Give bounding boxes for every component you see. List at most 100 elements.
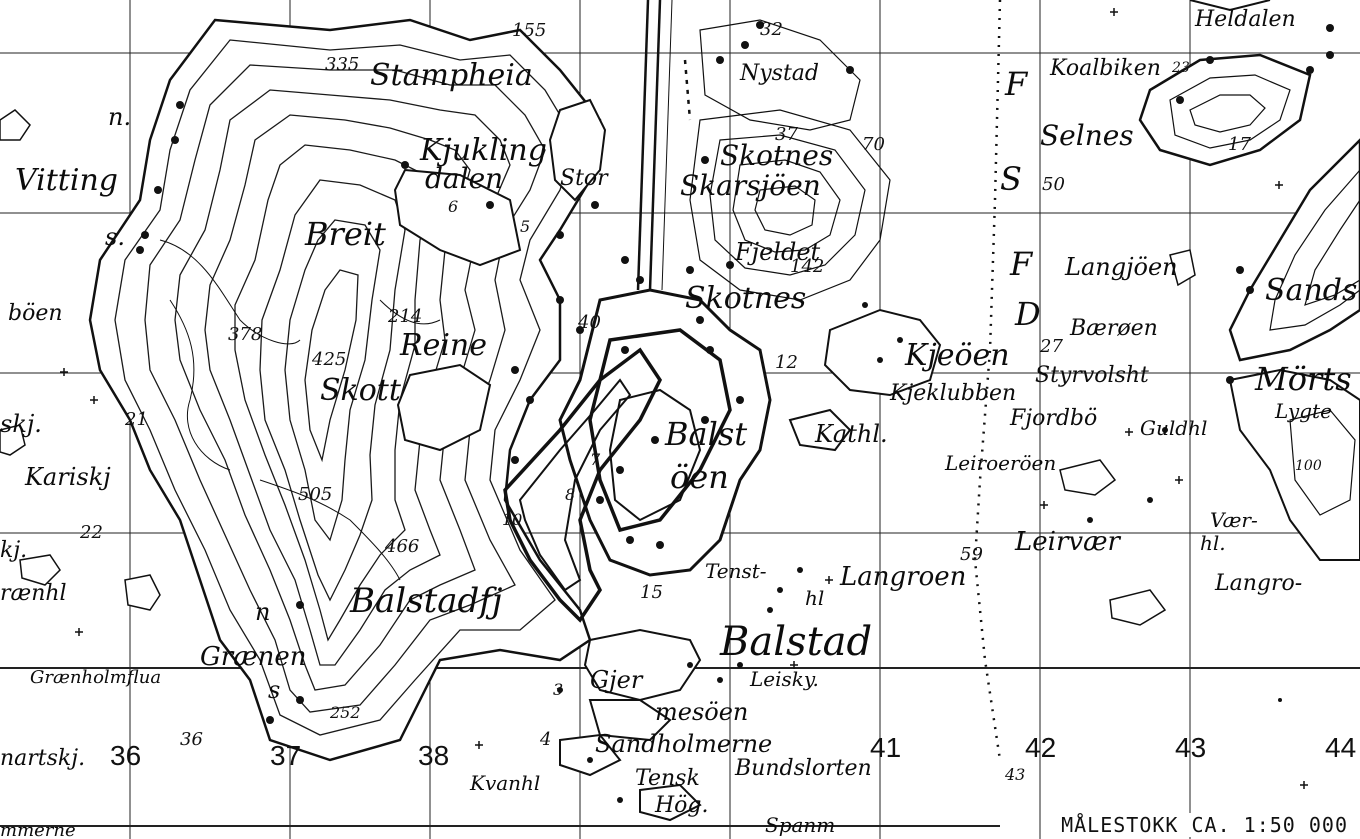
kjeoen-island	[788, 308, 942, 452]
label-n-top: n.	[108, 103, 131, 131]
height-12: 12	[775, 352, 798, 373]
grid-label-37: 37	[270, 740, 301, 771]
label-balstadfj: Balstadfj	[349, 581, 503, 621]
label-dalen: dalen	[425, 162, 503, 195]
height-70: 70	[862, 134, 885, 155]
label-s-west: s.	[105, 223, 125, 251]
label-leisky: Leisky.	[749, 667, 819, 691]
fjord-letters: F S F D	[1000, 65, 1041, 333]
grid-reference-labels: 36 37 38 41 42 43 44	[110, 732, 1356, 771]
height-8: 8	[565, 485, 575, 504]
label-graenholmflua: Grænholmflua	[30, 667, 161, 688]
label-n-south: n	[255, 598, 270, 626]
label-guldhl: Guldhl	[1140, 416, 1207, 440]
label-stampheia: Stampheia	[370, 58, 533, 93]
label-leiroeroen: Leiroeröen	[944, 451, 1056, 475]
height-labels: 335 155 32 37 70 50 17 378 214 425 40 14…	[79, 19, 1322, 784]
height-155: 155	[512, 20, 546, 41]
height-50: 50	[1042, 174, 1065, 195]
label-kathl: Kathl.	[814, 420, 888, 448]
grid-label-42: 42	[1025, 732, 1056, 763]
height-27: 27	[1039, 336, 1063, 357]
label-leirvaer: Leirvær	[1014, 527, 1122, 557]
label-hl-vaer: hl.	[1200, 531, 1226, 555]
height-214: 214	[387, 306, 422, 327]
height-7: 7	[590, 450, 601, 469]
height-3: 3	[553, 680, 563, 699]
grid-label-44: 44	[1325, 732, 1356, 763]
height-15: 15	[640, 582, 663, 603]
fjord-letter-s: S	[1000, 160, 1022, 198]
label-kjukling: Kjukling	[419, 133, 547, 168]
label-skotnes-north: Skotnes	[720, 139, 833, 172]
label-raenhl: rænhl	[0, 581, 67, 606]
label-sandholmerne: Sandholmerne	[595, 730, 772, 758]
height-23: 23	[1171, 60, 1190, 76]
label-skott: Skott	[320, 373, 402, 408]
place-labels: Stampheia Nystad Heldalen Kjukling dalen…	[0, 7, 1357, 839]
label-vaer: Vær-	[1210, 508, 1258, 532]
label-tenst: Tenst-	[705, 559, 767, 583]
west-islets	[0, 109, 161, 611]
grid-label-43: 43	[1175, 732, 1206, 763]
label-reine: Reine	[399, 328, 487, 363]
label-skotnes: Skotnes	[685, 281, 806, 316]
label-s-south: s	[268, 676, 280, 704]
east-peninsula	[1059, 0, 1360, 626]
label-skj: skj.	[0, 410, 42, 438]
height-5: 5	[520, 217, 530, 236]
label-fjeldet: Fjeldet	[734, 238, 821, 266]
grid-label-38: 38	[418, 740, 449, 771]
label-mmerne: mmerne	[0, 820, 76, 839]
label-lygte: Lygte	[1274, 399, 1332, 423]
rock-marks	[60, 8, 1308, 789]
scale-bar-label: MÅLESTOKK CA. 1:50 000	[1057, 813, 1352, 837]
label-kariskj: Kariskj	[24, 463, 111, 491]
label-oen: öen	[670, 458, 729, 496]
height-252: 252	[329, 703, 361, 722]
label-skarsjoen: Skarsjöen	[680, 169, 821, 202]
height-17: 17	[1228, 134, 1251, 155]
height-466: 466	[384, 536, 419, 557]
height-36-small: 36	[180, 729, 203, 750]
height-4: 4	[539, 729, 551, 750]
height-43-small: 43	[1004, 765, 1025, 784]
skotnes-hill	[689, 19, 891, 301]
label-stor: Stor	[560, 166, 609, 191]
grid-label-41: 41	[870, 732, 901, 763]
label-gjer: Gjer	[590, 666, 644, 694]
label-hl-tenst: hl	[805, 586, 824, 610]
south-islands	[559, 628, 702, 822]
label-balstad: Balstad	[719, 619, 872, 665]
label-sands: Sands	[1265, 273, 1357, 308]
label-breit: Breit	[304, 215, 386, 253]
label-spanm: Spanm	[765, 813, 835, 837]
map-dots	[136, 21, 1334, 803]
label-heldalen: Heldalen	[1194, 7, 1296, 32]
height-21: 21	[124, 409, 148, 430]
label-kjeklubben: Kjeklubben	[889, 381, 1016, 406]
label-kvanhl: Kvanhl	[469, 771, 540, 795]
label-graenen: Grænen	[200, 642, 307, 672]
label-langjoen: Langjöen	[1064, 253, 1178, 281]
height-142: 142	[790, 256, 824, 277]
label-kjeoen: Kjeöen	[904, 338, 1010, 373]
height-378: 378	[228, 324, 262, 345]
label-baeroen: Bærøen	[1069, 316, 1158, 341]
label-mesoen: mesöen	[655, 698, 748, 726]
label-balst: Balst	[664, 415, 747, 453]
fjord-letter-f: F	[1004, 65, 1029, 103]
height-335: 335	[325, 54, 359, 75]
label-fjordbo: Fjordbö	[1009, 406, 1097, 431]
height-59: 59	[960, 544, 983, 565]
height-505: 505	[298, 484, 332, 505]
label-nartskj: nartskj.	[0, 746, 85, 771]
label-selnes: Selnes	[1040, 119, 1134, 152]
label-kj: kj.	[0, 538, 27, 563]
label-langro: Langro-	[1214, 571, 1302, 596]
label-styrvolsht: Styrvolsht	[1035, 363, 1149, 388]
height-37: 37	[775, 124, 798, 145]
height-40: 40	[577, 312, 601, 333]
fjord-letter-f2: F	[1009, 245, 1034, 283]
